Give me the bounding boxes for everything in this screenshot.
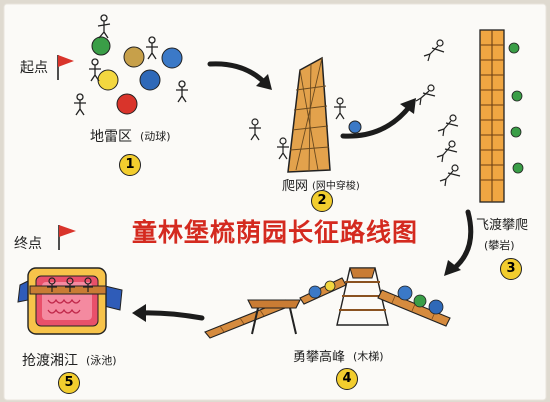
- station-1-balls: [91, 36, 183, 115]
- stick-figure-icon: [74, 93, 86, 116]
- bridge-icon: [204, 267, 451, 339]
- map-title: 童林堡梳荫园长征路线图: [131, 218, 418, 247]
- ball-icon: [139, 69, 161, 91]
- arrow-icon: [444, 209, 474, 276]
- arrow-icon: [207, 61, 272, 90]
- start-flag-icon: [57, 55, 74, 80]
- station-2-note: (网中穿梭): [312, 181, 360, 192]
- station-1-number: 1: [119, 154, 141, 176]
- stick-figure-icon: [415, 84, 436, 106]
- stick-figure-icon: [423, 39, 445, 62]
- ball-icon: [123, 46, 145, 68]
- ball-icon: [91, 36, 111, 56]
- station-2-name: 爬网: [282, 179, 309, 194]
- station-5-number: 5: [58, 372, 80, 394]
- arrow-icon: [132, 304, 205, 322]
- paper-sheet: [3, 3, 547, 401]
- stick-figure-icon: [277, 137, 289, 160]
- station-1-note: (动球): [140, 130, 171, 143]
- stick-figure-icon: [97, 14, 111, 39]
- stick-figure-icon: [437, 114, 459, 137]
- ball-icon: [348, 120, 362, 134]
- ladder-icon: [415, 29, 524, 203]
- end-flag-icon: [58, 225, 76, 250]
- station-4-name: 勇攀高峰: [293, 350, 346, 365]
- station-4-number: 4: [336, 368, 358, 390]
- end-label: 终点: [14, 236, 42, 252]
- stick-figure-icon: [47, 277, 57, 292]
- station-2-number: 2: [311, 190, 333, 212]
- station-4-note: (木梯): [353, 350, 384, 363]
- ball-icon: [97, 69, 119, 91]
- stick-figure-icon: [439, 164, 461, 187]
- station-1-name: 地雷区: [90, 129, 132, 145]
- station-3-number: 3: [500, 258, 522, 280]
- station-3-name: 飞渡攀爬: [476, 218, 529, 233]
- stick-figure-icon: [89, 58, 101, 82]
- station-1-figures: [74, 14, 188, 116]
- ball-icon: [161, 47, 183, 69]
- stick-figure-icon: [436, 140, 458, 163]
- stick-figure-icon: [334, 97, 346, 120]
- stick-figure-icon: [176, 80, 188, 103]
- start-label: 起点: [20, 60, 48, 76]
- ball-icon: [116, 93, 138, 115]
- stick-figure-icon: [249, 118, 261, 141]
- stick-figure-icon: [146, 36, 158, 60]
- station-5-name: 抢渡湘江: [22, 353, 78, 369]
- station-5-note: (泳池): [86, 354, 117, 367]
- stick-figure-icon: [65, 277, 75, 292]
- station-3-note: (攀岩): [484, 239, 515, 252]
- stick-figure-icon: [83, 277, 93, 292]
- arrow-icon: [340, 98, 416, 139]
- pool-icon: [17, 267, 123, 335]
- net-tower-icon: [249, 56, 362, 173]
